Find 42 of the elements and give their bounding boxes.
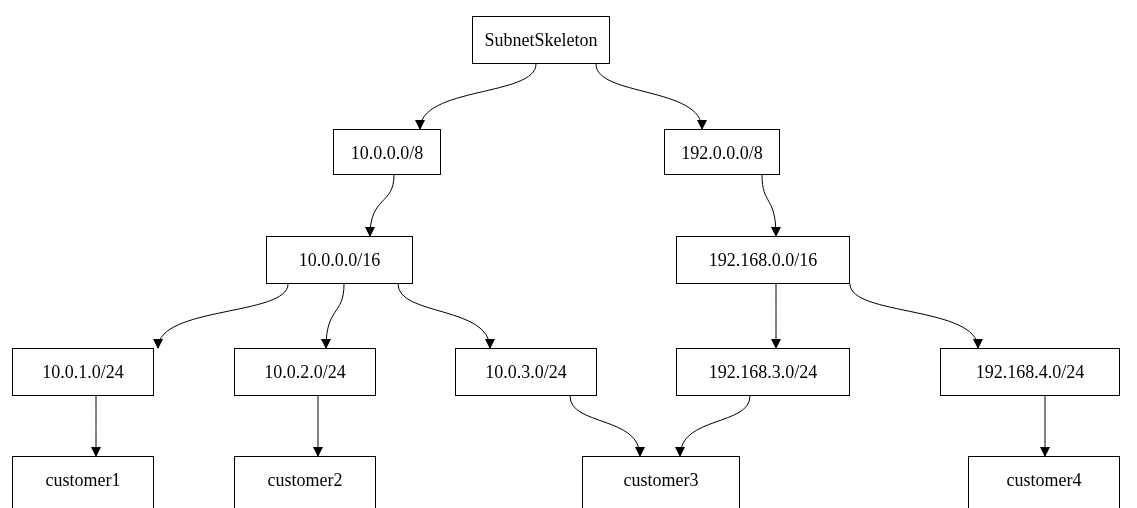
node-box — [676, 236, 850, 284]
arrow — [1040, 395, 1050, 457]
node-label: SubnetSkeleton — [484, 31, 598, 49]
node-label: 192.0.0.0/8 — [681, 144, 763, 162]
node-label: 10.0.1.0/24 — [42, 363, 124, 381]
node-label: 10.0.0.0/8 — [350, 144, 424, 162]
node-box — [12, 348, 154, 396]
arrow — [849, 283, 981, 349]
node-box — [676, 348, 850, 396]
node-box — [472, 16, 610, 64]
node-label: customer2 — [267, 471, 343, 489]
arrow — [417, 63, 537, 130]
node-label: customer1 — [45, 471, 121, 489]
node-box — [582, 456, 740, 508]
node-label: 10.0.3.0/24 — [485, 363, 567, 381]
node-label: 192.168.3.0/24 — [708, 363, 818, 381]
arrow — [91, 395, 101, 457]
arrow — [321, 283, 345, 349]
arrow — [397, 283, 494, 349]
node-box — [940, 348, 1120, 396]
arrow — [771, 283, 781, 349]
arrow — [569, 395, 644, 457]
node-box — [968, 456, 1120, 508]
node-label: 10.0.0.0/16 — [298, 251, 381, 269]
arrow — [676, 395, 751, 457]
node-box — [234, 348, 376, 396]
node-box — [234, 456, 376, 508]
arrow — [761, 174, 781, 237]
arrow — [313, 395, 323, 457]
node-label: 10.0.2.0/24 — [264, 363, 346, 381]
node-box — [664, 129, 780, 175]
arrow — [155, 283, 289, 349]
arrow — [595, 63, 705, 130]
node-box — [455, 348, 597, 396]
node-label: customer3 — [623, 471, 699, 489]
arrow — [365, 174, 395, 237]
node-label: 192.168.4.0/24 — [975, 363, 1085, 381]
node-label: customer4 — [1006, 471, 1082, 489]
node-label: 192.168.0.0/16 — [708, 251, 818, 269]
node-box — [333, 129, 441, 175]
node-box — [12, 456, 154, 508]
node-box — [266, 236, 413, 284]
